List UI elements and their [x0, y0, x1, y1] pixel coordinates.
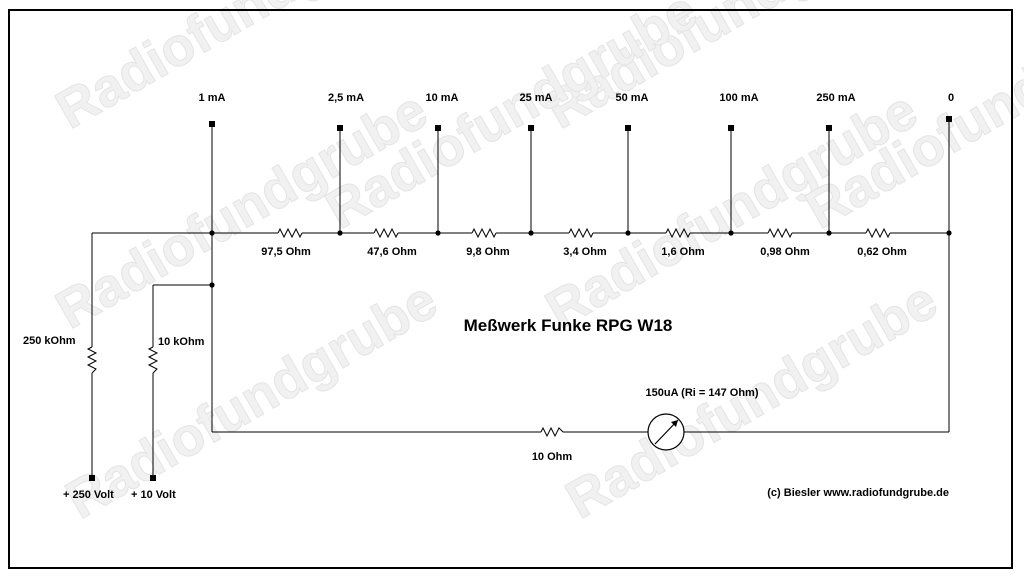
shunt-label: 1,6 Ohm	[661, 246, 705, 258]
junction-dots	[209, 230, 952, 288]
shunt-label: 47,6 Ohm	[367, 246, 417, 258]
vertical-resistors	[86, 346, 159, 374]
shunt-label: 9,8 Ohm	[466, 246, 510, 258]
terminal-label: 2,5 mA	[328, 92, 364, 104]
shunt-label: 0,62 Ohm	[857, 246, 907, 258]
terminal-25ma	[528, 125, 534, 131]
resistor-10ohm-label: 10 Ohm	[532, 451, 573, 463]
shunt-resistors	[277, 227, 891, 438]
terminal-2-5ma	[337, 125, 343, 131]
input-10v-label: + 10 Volt	[131, 489, 176, 501]
terminal-label: 250 mA	[816, 92, 855, 104]
terminal-250ma	[826, 125, 832, 131]
diagram-title: Meßwerk Funke RPG W18	[464, 316, 673, 335]
terminal-label: 25 mA	[519, 92, 552, 104]
terminal-10v	[150, 475, 156, 481]
shunt-label: 0,98 Ohm	[760, 246, 810, 258]
meter-label: 150uA (Ri = 147 Ohm)	[646, 387, 759, 399]
terminal-label: 100 mA	[719, 92, 758, 104]
terminal-250v	[89, 475, 95, 481]
shunt-label: 3,4 Ohm	[563, 246, 607, 258]
terminal-10ma	[435, 125, 441, 131]
terminal-label: 0	[948, 92, 954, 104]
resistor-symbol	[865, 227, 891, 239]
resistor-symbol	[665, 227, 691, 239]
copyright-text: (c) Biesler www.radiofundgrube.de	[767, 487, 949, 499]
diagram-frame	[8, 9, 1013, 569]
input-250v-label: + 250 Volt	[63, 489, 114, 501]
terminal-pads	[89, 116, 952, 481]
terminal-labels: 1 mA 2,5 mA 10 mA 25 mA 50 mA 100 mA 250…	[199, 92, 955, 104]
terminal-100ma	[728, 125, 734, 131]
meter-symbol	[647, 413, 685, 451]
terminal-label: 1 mA	[199, 92, 226, 104]
resistor-symbol	[277, 227, 303, 239]
resistor-symbol	[86, 346, 98, 374]
resistor-10k-label: 10 kOhm	[158, 336, 205, 348]
terminal-1ma	[209, 121, 215, 127]
wiring	[91, 120, 950, 478]
terminal-label: 10 mA	[425, 92, 458, 104]
resistor-symbol	[147, 346, 159, 374]
resistor-symbol	[540, 426, 564, 438]
terminal-0	[946, 116, 952, 122]
terminal-label: 50 mA	[615, 92, 648, 104]
shunt-labels: 97,5 Ohm 47,6 Ohm 9,8 Ohm 3,4 Ohm 1,6 Oh…	[261, 246, 907, 258]
resistor-symbol	[373, 227, 399, 239]
resistor-symbol	[568, 227, 594, 239]
shunt-label: 97,5 Ohm	[261, 246, 311, 258]
resistor-symbol	[471, 227, 497, 239]
resistor-symbol	[767, 227, 793, 239]
resistor-250k-label: 250 kOhm	[23, 335, 76, 347]
terminal-50ma	[625, 125, 631, 131]
